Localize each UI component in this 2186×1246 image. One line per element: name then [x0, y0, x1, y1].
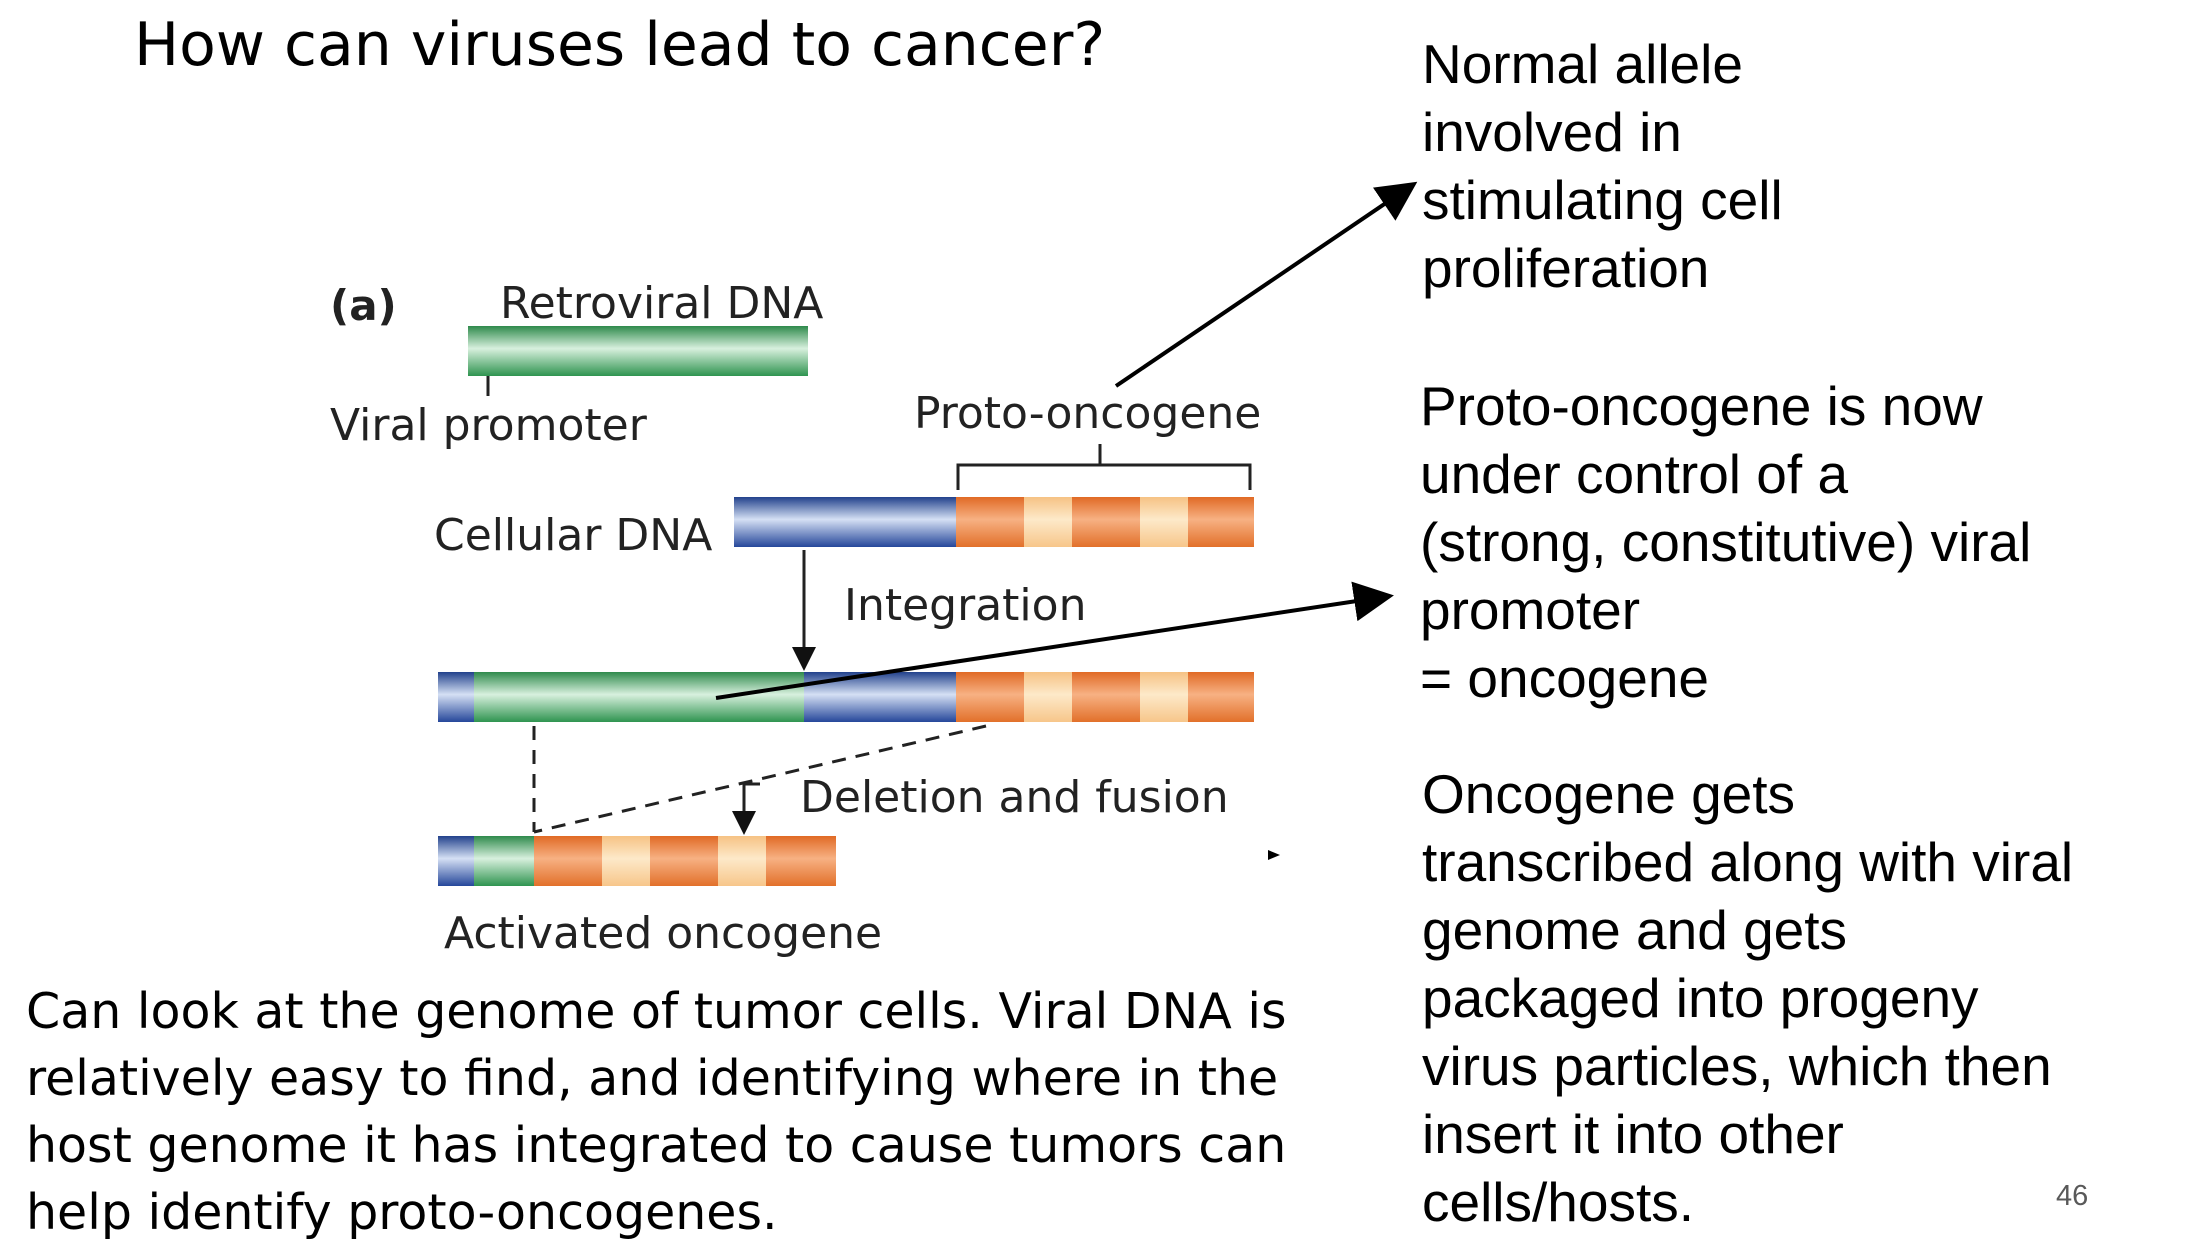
- note-oncogene-transcribed: Oncogene gets transcribed along with vir…: [1422, 760, 2073, 1236]
- note-line: insert it into other: [1422, 1103, 1844, 1165]
- note-line: proliferation: [1422, 237, 1710, 299]
- cellular-dna-bar: [734, 497, 1254, 547]
- bottom-paragraph: Can look at the genome of tumor cells. V…: [26, 978, 1286, 1246]
- note-line: genome and gets: [1422, 899, 1848, 961]
- paragraph-line: relatively easy to find, and identifying…: [26, 1050, 1279, 1107]
- paragraph-line: host genome it has integrated to cause t…: [26, 1117, 1287, 1174]
- paragraph-line: Can look at the genome of tumor cells. V…: [26, 983, 1287, 1040]
- note-line: packaged into progeny: [1422, 967, 1979, 1029]
- proto-oncogene-label: Proto-oncogene: [914, 388, 1261, 439]
- note-line: (strong, constitutive) viral: [1420, 511, 2032, 573]
- proto-oncogene-bracket: [956, 444, 1252, 490]
- slide-title: How can viruses lead to cancer?: [134, 10, 1106, 80]
- retroviral-dna-label: Retroviral DNA: [500, 278, 823, 329]
- note-line: stimulating cell: [1422, 169, 1783, 231]
- note-proto-oncogene-control: Proto-oncogene is now under control of a…: [1420, 372, 2031, 712]
- deletion-fusion-label: Deletion and fusion: [800, 772, 1229, 823]
- note-line: virus particles, which then: [1422, 1035, 2052, 1097]
- note-line: promoter: [1420, 579, 1641, 641]
- slide-number: 46: [2056, 1180, 2089, 1212]
- note-line: cells/hosts.: [1422, 1171, 1695, 1233]
- note-line: under control of a: [1420, 443, 1849, 505]
- paragraph-line: help identify proto-oncogenes.: [26, 1184, 778, 1241]
- note-line: Normal allele: [1422, 33, 1743, 95]
- integration-label: Integration: [844, 580, 1086, 631]
- callout-arrow-viral-promoter: [715, 581, 1394, 700]
- note-line: Oncogene gets: [1422, 763, 1796, 825]
- note-line: transcribed along with viral: [1422, 831, 2074, 893]
- viral-promoter-label: Viral promoter: [330, 400, 648, 451]
- retroviral-dna-bar: [468, 326, 808, 376]
- note-line: = oncogene: [1420, 647, 1710, 709]
- activated-oncogene-bar: [438, 836, 836, 886]
- panel-label: (a): [330, 281, 397, 330]
- callout-arrow-normal-allele: [1114, 181, 1418, 388]
- note-line: involved in: [1422, 101, 1682, 163]
- note-line: Proto-oncogene is now: [1420, 375, 1983, 437]
- deletion-arrow: [732, 782, 760, 835]
- deletion-dashed-right: [533, 724, 987, 834]
- activated-oncogene-label: Activated oncogene: [444, 908, 882, 959]
- cellular-dna-label: Cellular DNA: [434, 510, 712, 561]
- note-normal-allele: Normal allele involved in stimulating ce…: [1422, 30, 1783, 302]
- stray-arrow-mark: [1268, 850, 1280, 860]
